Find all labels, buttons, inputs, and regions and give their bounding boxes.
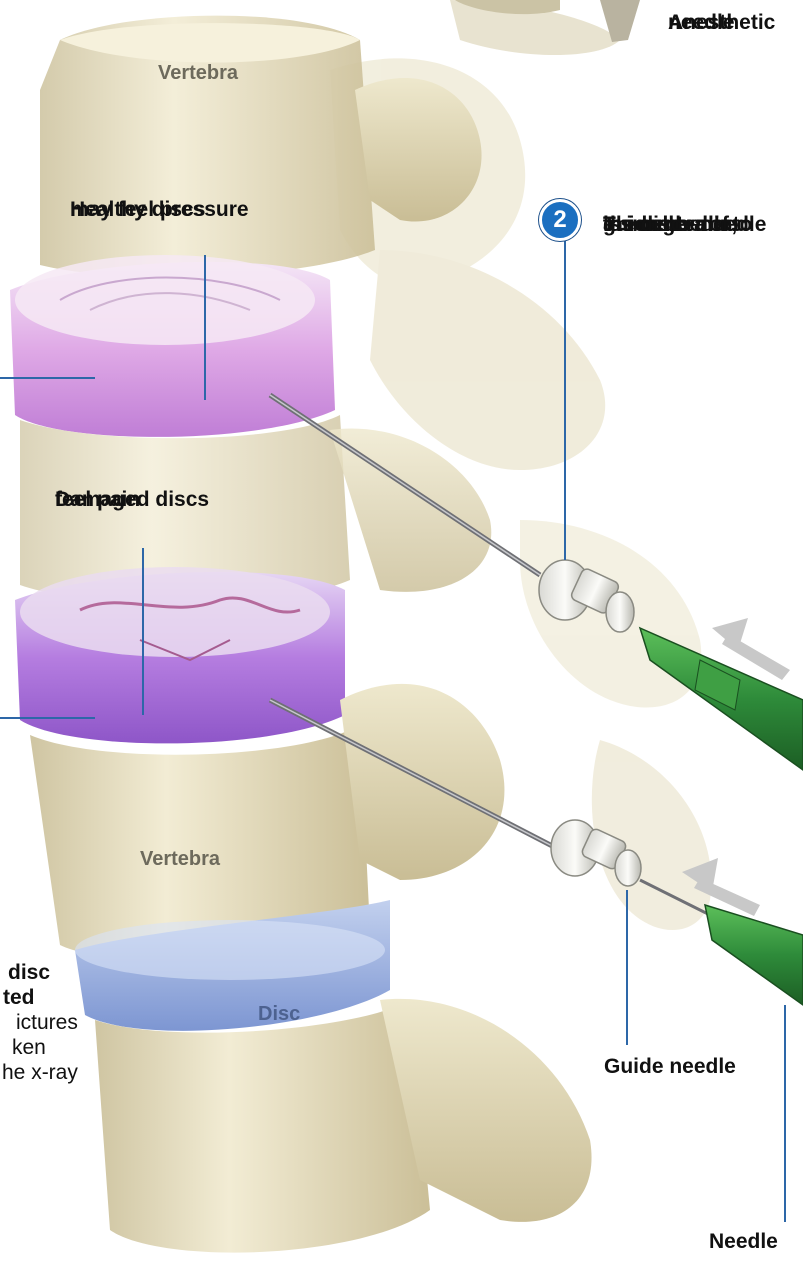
needle-label: Needle xyxy=(709,1230,778,1253)
healthy-discs-label-line2: may feel pressure xyxy=(70,197,249,222)
left-caption-line: disc xyxy=(8,960,84,985)
damaged-discs-label-line2: feel pain xyxy=(55,487,140,512)
disc-label: Disc xyxy=(258,1003,300,1026)
left-caption-line: ictures xyxy=(16,1010,92,1035)
lower-green-syringe xyxy=(705,905,803,1005)
step-number-badge: 2 xyxy=(539,199,581,241)
anesthetic-needle-label-line2: needle xyxy=(668,10,735,35)
vertebra-label-bottom: Vertebra xyxy=(140,848,220,871)
base-vertebra xyxy=(95,1000,430,1253)
left-caption: disc ted ictures ken he x-ray xyxy=(0,960,76,1085)
left-caption-line: ted xyxy=(3,985,79,1010)
guide-needle-label: Guide needle xyxy=(604,1055,736,1078)
left-caption-line: ken xyxy=(12,1035,88,1060)
step-description-line: the disc. xyxy=(603,212,688,237)
left-caption-line: he x-ray xyxy=(2,1060,78,1085)
vertebra-label-top: Vertebra xyxy=(158,62,238,85)
